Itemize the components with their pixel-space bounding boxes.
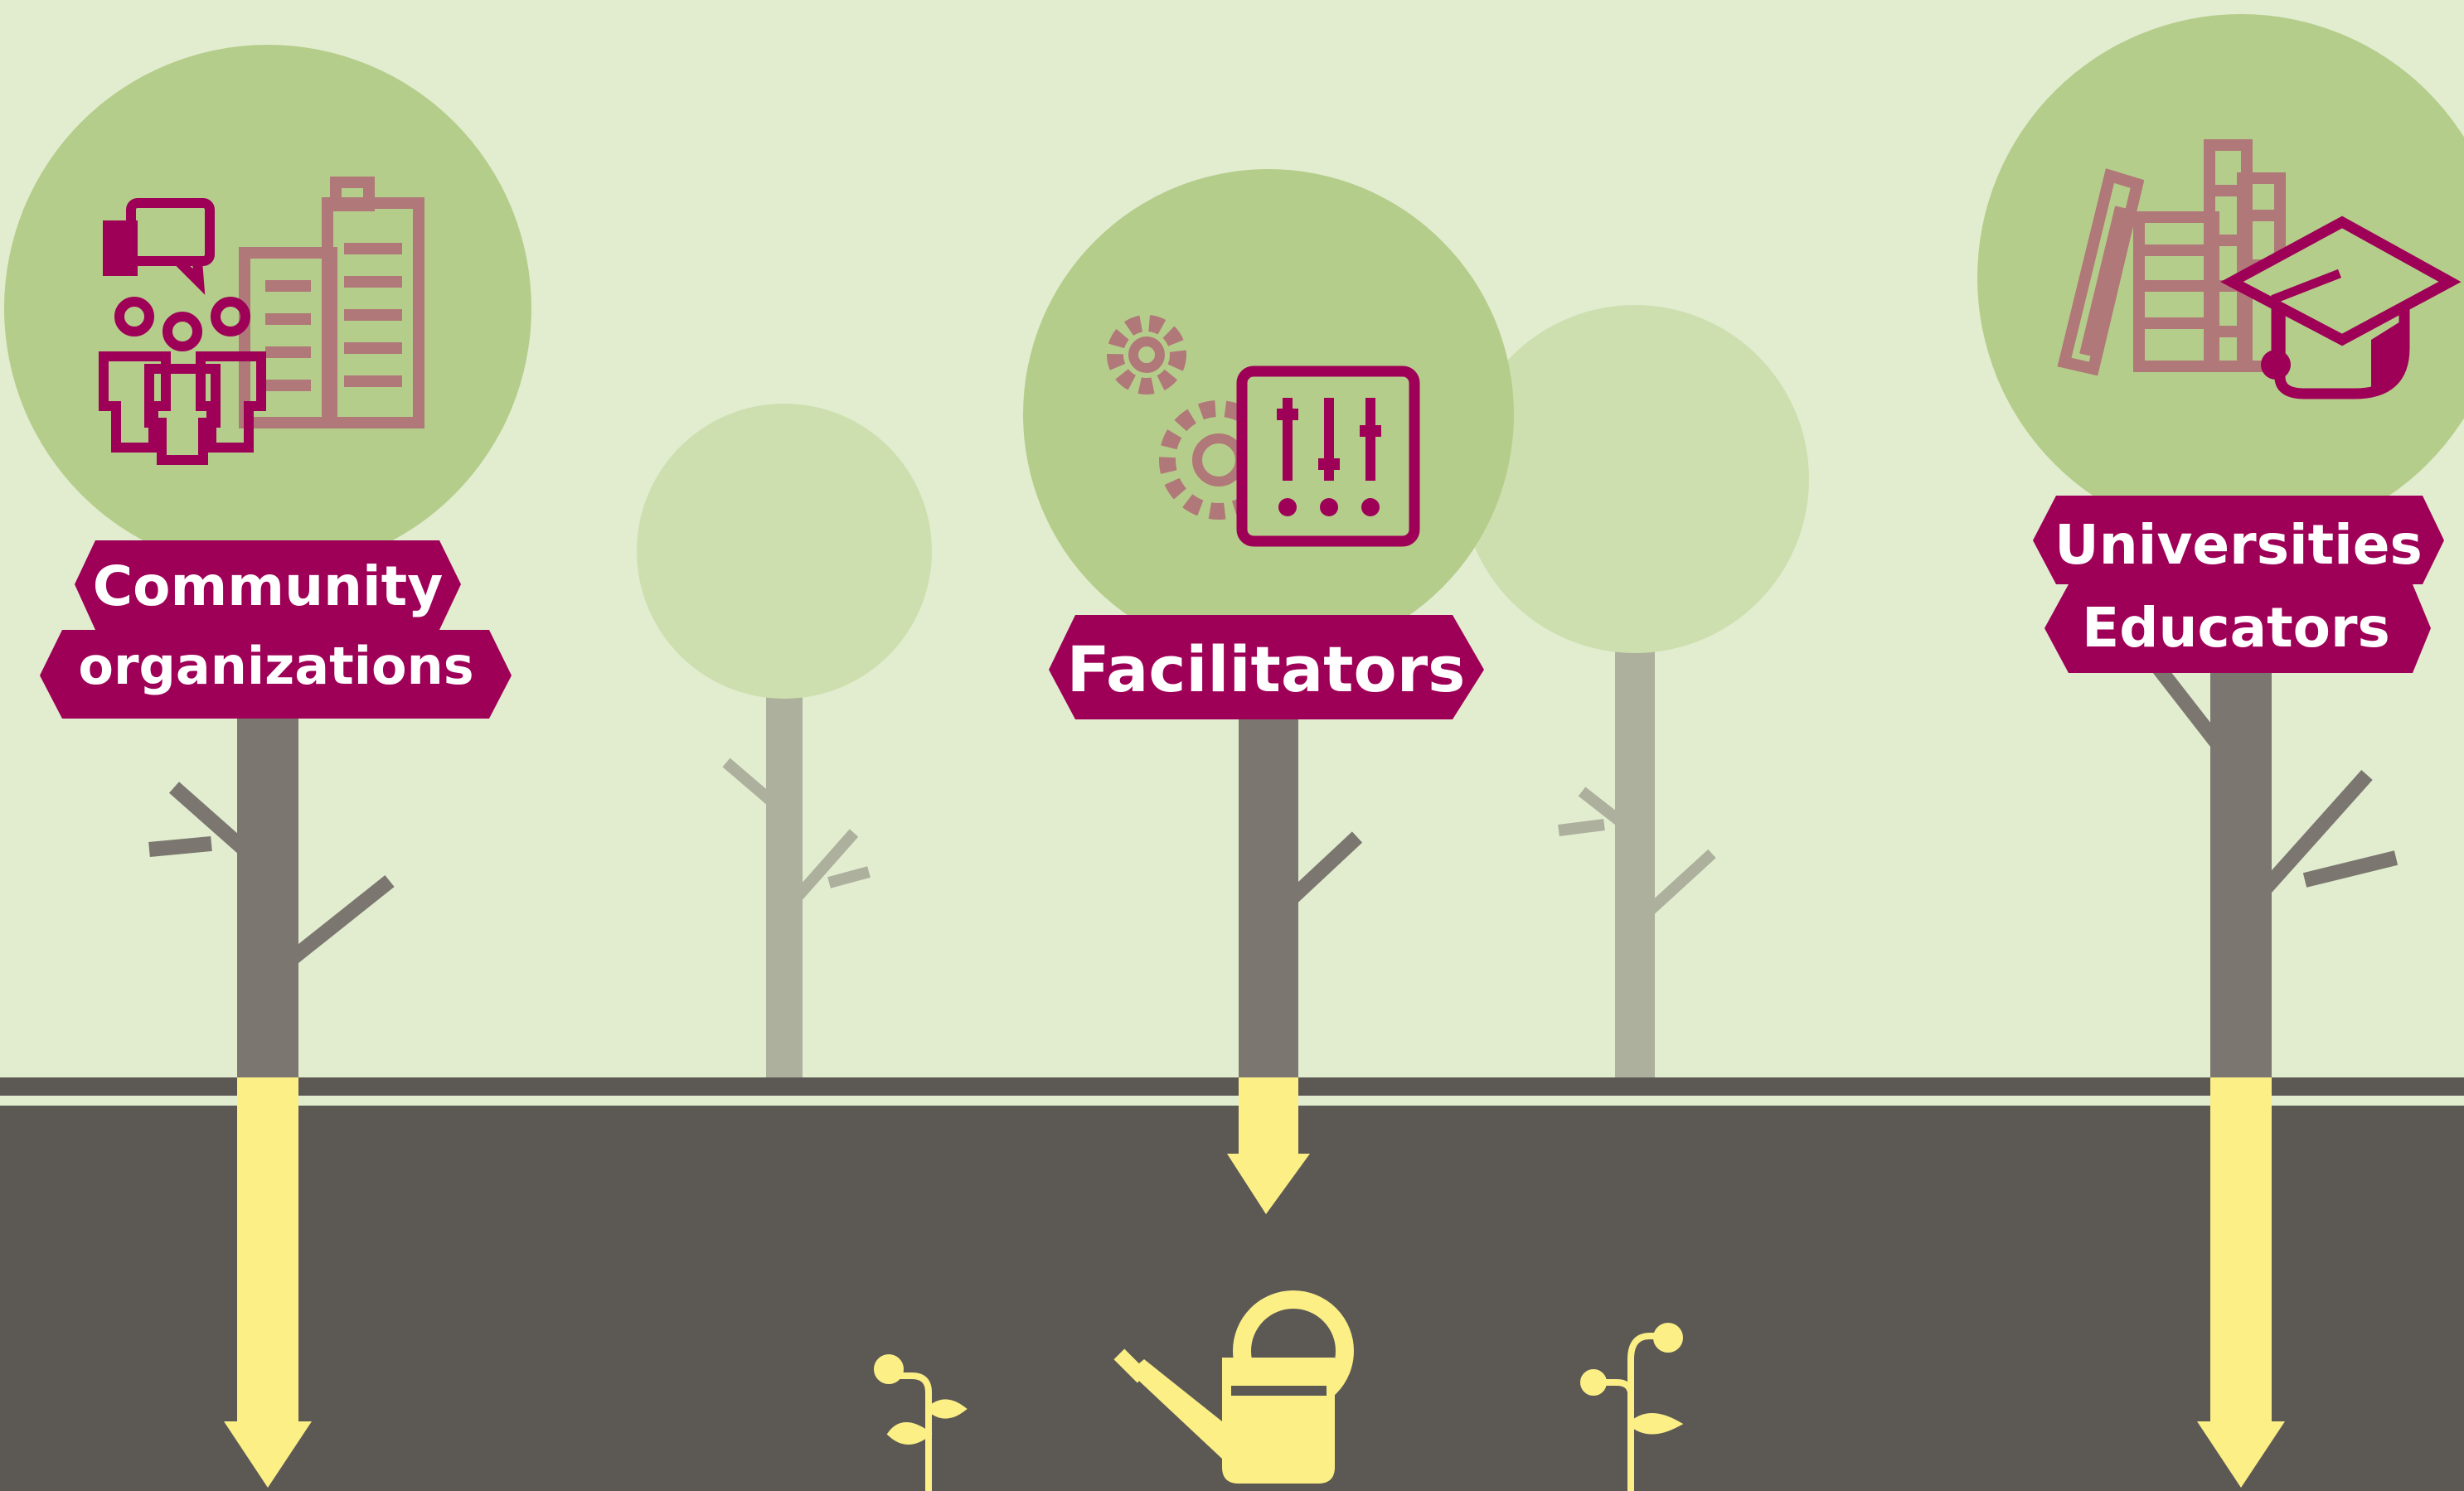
tree-community: Community organizations	[4, 45, 531, 1086]
tree-trunk	[237, 680, 298, 1086]
tree-branches	[722, 758, 871, 916]
root-arrow-community	[224, 1077, 312, 1488]
tree-branches	[1263, 831, 1363, 926]
label-universities-line2: Educators	[2082, 596, 2390, 660]
tree-facilitators: Facilitators	[1023, 169, 1514, 1086]
chat-bubbles-icon	[103, 198, 215, 295]
control-panel-sliders-icon	[1236, 365, 1420, 547]
tree-trunk	[2210, 646, 2272, 1086]
label-facilitators-text: Facilitators	[1067, 632, 1466, 706]
tree-canopy	[4, 45, 531, 572]
background-tree-left	[637, 404, 932, 1086]
tree-branches	[2145, 654, 2399, 921]
label-community-organizations: Community organizations	[40, 540, 512, 719]
label-plate-bottom	[2044, 584, 2431, 673]
label-plate-bottom	[40, 630, 512, 719]
label-plate	[1049, 615, 1484, 719]
people-group-icon	[99, 297, 266, 465]
tree-branches	[1558, 787, 1716, 929]
tree-universities: Universities Educators	[1977, 14, 2464, 1086]
watering-can-icon	[1113, 1290, 1354, 1484]
tree-trunk	[766, 688, 803, 1086]
tree-branches	[148, 782, 395, 985]
label-plate-top	[2033, 496, 2444, 584]
label-universities-educators: Universities Educators	[2033, 496, 2444, 673]
ground-line	[0, 1077, 2464, 1096]
root-arrow-facilitators	[1227, 1077, 1310, 1214]
label-community-line2: organizations	[78, 636, 473, 696]
ground-separator	[0, 1096, 2464, 1106]
root-arrow-universities	[2197, 1077, 2285, 1488]
tree-trunk	[1615, 630, 1655, 1086]
label-universities-line1: Universities	[2054, 513, 2423, 577]
label-facilitators: Facilitators	[1049, 615, 1484, 719]
tree-canopy	[1461, 305, 1809, 653]
tree-canopy	[1977, 14, 2464, 541]
background-tree-right	[1461, 305, 1809, 1086]
office-building-icon	[239, 177, 424, 428]
tree-canopy	[637, 404, 932, 699]
sprout-icon	[874, 1354, 968, 1491]
graduation-cap-icon	[2220, 215, 2462, 399]
label-plate-top	[75, 540, 461, 630]
sprout-icon	[1580, 1323, 1684, 1491]
label-community-line1: Community	[93, 554, 444, 618]
